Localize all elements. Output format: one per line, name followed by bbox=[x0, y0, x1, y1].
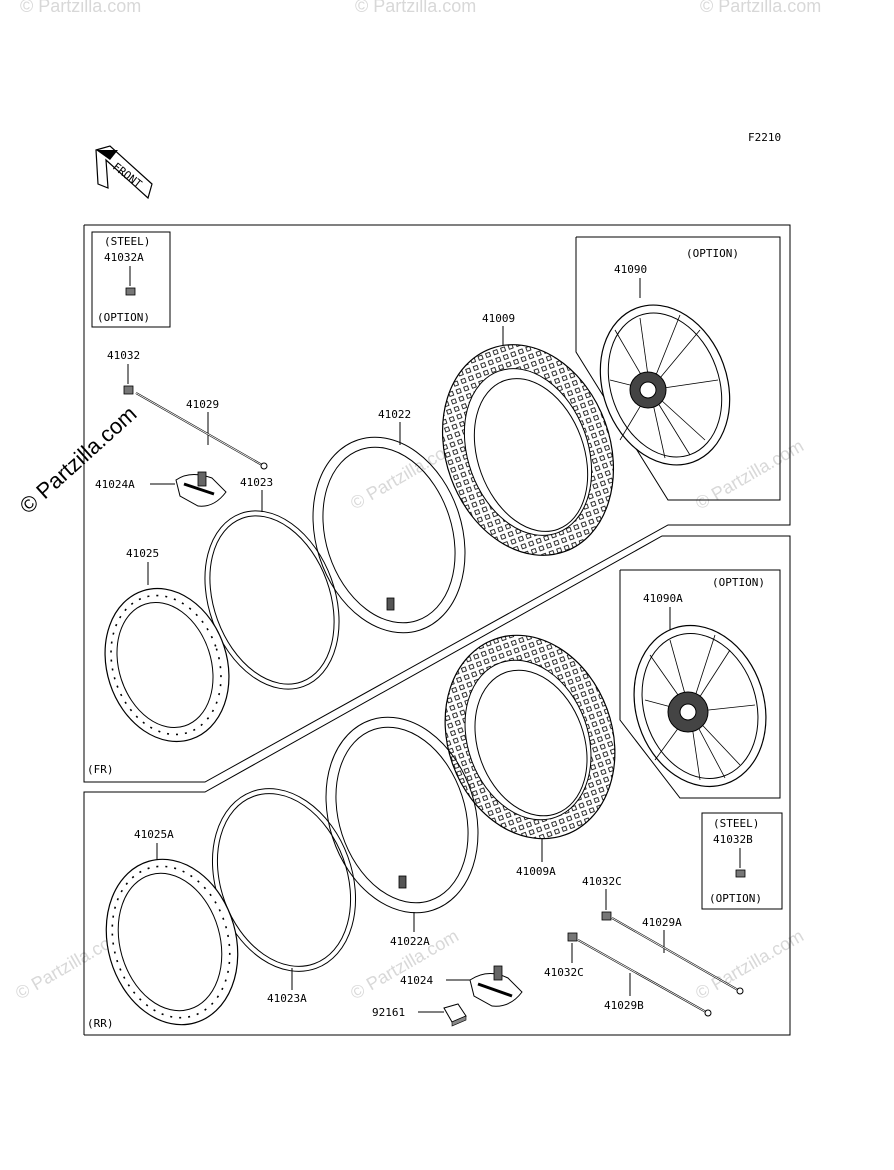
section-label-front: (FR) bbox=[87, 763, 114, 776]
wheel-option-front: (OPTION) 41090 bbox=[575, 236, 781, 501]
part-41025: 41025 bbox=[104, 547, 230, 743]
rim-lock-bolt-icon bbox=[493, 965, 503, 981]
part-label-41022A: 41022A bbox=[390, 935, 430, 948]
part-41032: 41032 bbox=[107, 349, 140, 395]
steel-box-note: (OPTION) bbox=[97, 311, 150, 324]
spoke-nipple-icon bbox=[567, 932, 578, 942]
part-label-41009A: 41009A bbox=[516, 865, 556, 878]
watermark-faint: © Partzilla.com bbox=[700, 0, 821, 16]
front-arrow-icon: FRONT bbox=[95, 145, 153, 200]
part-label-41029: 41029 bbox=[186, 398, 219, 411]
part-label-41090A: 41090A bbox=[643, 592, 683, 605]
part-41029A: 41029A bbox=[611, 916, 744, 995]
part-41022: 41022 bbox=[312, 408, 466, 634]
section-label-rear: (RR) bbox=[87, 1017, 114, 1030]
part-label-41025A: 41025A bbox=[134, 828, 174, 841]
steel-box-rear: (STEEL) 41032B (OPTION) bbox=[701, 812, 783, 910]
steel-box-title: (STEEL) bbox=[104, 235, 150, 248]
part-label-41029A: 41029A bbox=[642, 916, 682, 929]
valve-stem-icon bbox=[398, 875, 407, 889]
frame-rear bbox=[83, 535, 791, 1036]
part-label-41090: 41090 bbox=[614, 263, 647, 276]
spoke-nipple-icon bbox=[601, 911, 612, 921]
watermark-faint: © Partzilla.com bbox=[355, 0, 476, 16]
part-41022A: 41022A bbox=[325, 716, 479, 948]
wheel-option-rear: (OPTION) 41090A bbox=[619, 569, 781, 799]
part-41029: 41029 bbox=[135, 392, 268, 470]
bolt-icon bbox=[735, 869, 746, 878]
part-41032C-top: 41032C bbox=[582, 875, 622, 921]
frame-front bbox=[83, 224, 791, 783]
part-label-41009: 41009 bbox=[482, 312, 515, 325]
part-label-41032B: 41032B bbox=[713, 833, 753, 846]
part-41032C-bottom: 41032C bbox=[544, 932, 584, 979]
part-41009: 41009 bbox=[441, 312, 615, 556]
diagram-code: F2210 bbox=[748, 131, 781, 144]
steel-box-front: (STEEL) 41032A (OPTION) bbox=[91, 231, 171, 328]
option-label-rear: (OPTION) bbox=[712, 576, 765, 589]
part-label-41032C: 41032C bbox=[582, 875, 622, 888]
option-label-front: (OPTION) bbox=[686, 247, 739, 260]
spoke-nipple-icon bbox=[123, 385, 134, 395]
part-label-41023: 41023 bbox=[240, 476, 273, 489]
valve-stem-icon bbox=[386, 597, 395, 611]
watermarks: © Partzilla.com © Partzilla.com © Partzi… bbox=[12, 0, 821, 1003]
part-label-41024: 41024 bbox=[400, 974, 433, 987]
part-41009A: 41009A bbox=[444, 634, 616, 878]
part-label-41022: 41022 bbox=[378, 408, 411, 421]
bolt-icon bbox=[125, 287, 136, 296]
watermark-side: © Partzilla.com bbox=[15, 401, 142, 519]
steel-box-note: (OPTION) bbox=[709, 892, 762, 905]
rim-lock-bolt-icon bbox=[197, 471, 207, 487]
part-41024A: 41024A bbox=[95, 471, 227, 507]
part-41029B: 41029B bbox=[577, 939, 712, 1017]
part-label-41025: 41025 bbox=[126, 547, 159, 560]
part-92161: 92161 bbox=[372, 1003, 467, 1027]
part-label-41024A: 41024A bbox=[95, 478, 135, 491]
part-label-41023A: 41023A bbox=[267, 992, 307, 1005]
watermark-faint: © Partzilla.com bbox=[20, 0, 141, 16]
part-label-41029B: 41029B bbox=[604, 999, 644, 1012]
part-41024: 41024 bbox=[400, 965, 523, 1007]
part-label-92161: 92161 bbox=[372, 1006, 405, 1019]
part-label-41032A: 41032A bbox=[104, 251, 144, 264]
part-label-41032C: 41032C bbox=[544, 966, 584, 979]
steel-box-title: (STEEL) bbox=[713, 817, 759, 830]
part-41025A: 41025A bbox=[105, 828, 239, 1026]
part-label-41032: 41032 bbox=[107, 349, 140, 362]
